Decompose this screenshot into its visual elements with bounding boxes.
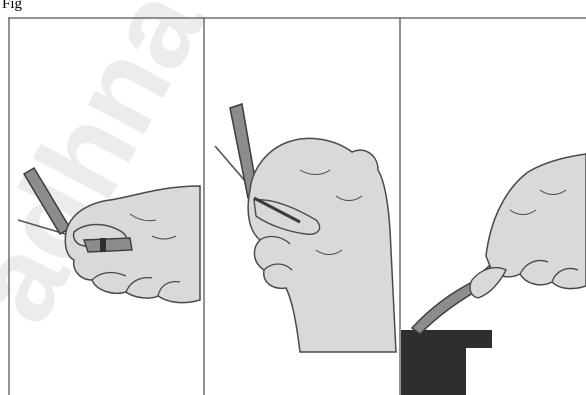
gloved-hand-holding-scalpel-icon	[18, 168, 200, 303]
dark-block	[401, 330, 492, 395]
scalpel-on-block-icon	[401, 154, 586, 395]
gloved-hand-pinching-scalpel-icon	[215, 104, 396, 352]
figure-caption: Fig	[2, 0, 22, 12]
